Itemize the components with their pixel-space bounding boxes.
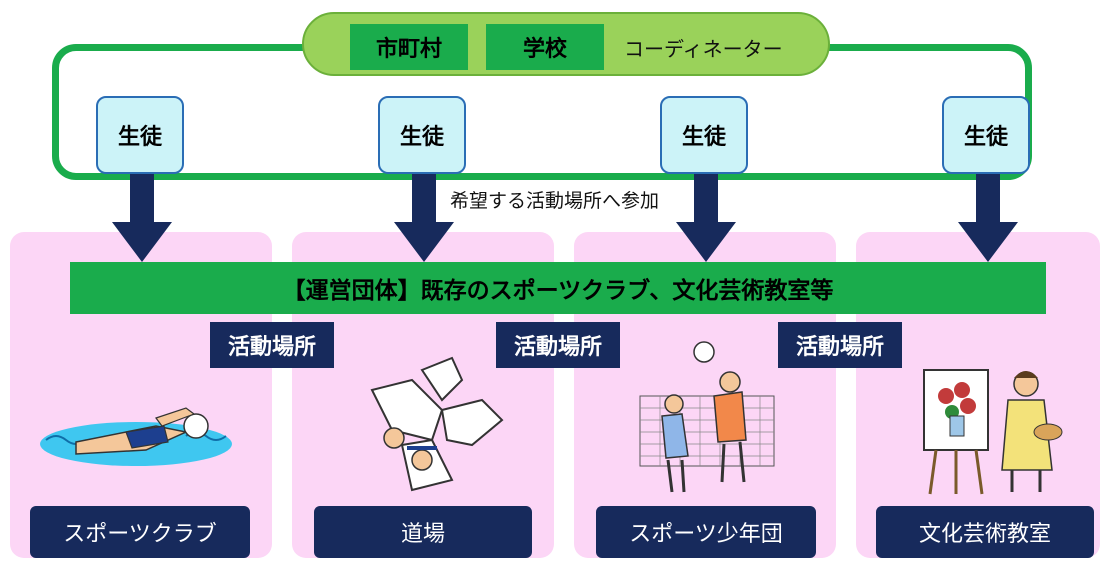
student-box-1: 生徒 [96, 96, 184, 174]
down-arrow-4 [958, 174, 1018, 262]
down-arrow-2 [394, 174, 454, 262]
painter-illustration [923, 369, 1063, 495]
down-arrow-1 [112, 174, 172, 262]
judo-illustration [370, 356, 504, 492]
coordinator-label: コーディネーター [624, 36, 783, 61]
venue-label-sports-club: スポーツクラブ [30, 506, 250, 558]
down-arrow-3 [676, 174, 736, 262]
activity-place-label-2: 活動場所 [496, 322, 620, 368]
operating-body-banner: 【運営団体】既存のスポーツクラブ、文化芸術教室等 [70, 262, 1046, 314]
participate-caption: 希望する活動場所へ参加 [446, 188, 664, 214]
student-box-3: 生徒 [660, 96, 748, 174]
student-box-4: 生徒 [942, 96, 1030, 174]
swimmer-illustration [40, 407, 232, 466]
tag-municipality: 市町村 [350, 24, 468, 70]
tag-school: 学校 [486, 24, 604, 70]
activity-place-label-1: 活動場所 [210, 322, 334, 368]
student-box-2: 生徒 [378, 96, 466, 174]
venue-label-dojo: 道場 [314, 506, 532, 558]
activity-place-label-3: 活動場所 [778, 322, 902, 368]
volleyball-illustration [639, 341, 775, 493]
venue-label-youth-sports: スポーツ少年団 [596, 506, 816, 558]
venue-label-arts-class: 文化芸術教室 [876, 506, 1094, 558]
